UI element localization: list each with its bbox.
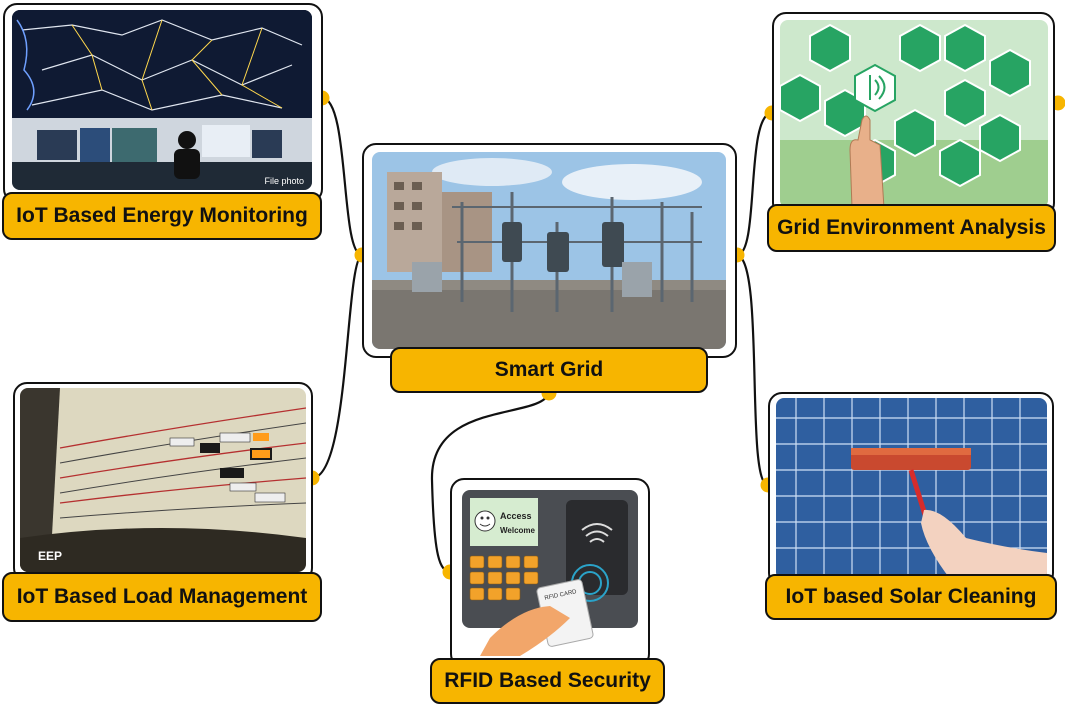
photo-credit-caption: File photo [264,176,304,186]
environment-hexagon-image [780,20,1048,208]
rfid-screen-welcome: Welcome [500,526,536,535]
solar-panel-image [776,398,1047,580]
rfid-reader-image: Access Welcome RFID CARD [460,488,640,656]
rfid-security-label: RFID Based Security [430,658,665,704]
rfid-screen-access: Access [500,511,532,521]
substation-image [372,152,726,349]
eep-logo: EEP [38,549,62,563]
wire-load-management [311,253,363,480]
wire-energy-monitoring [321,96,363,257]
control-wall-image: EEP [20,388,306,572]
control-room-image: File photo [12,10,312,190]
grid-environment-label: Grid Environment Analysis [767,204,1056,252]
solar-cleaning-label: IoT based Solar Cleaning [765,574,1057,620]
energy-monitoring-label: IoT Based Energy Monitoring [2,192,322,240]
wire-solar-cleaning [736,253,769,487]
load-management-label: IoT Based Load Management [2,572,322,622]
smart-grid-label: Smart Grid [390,347,708,393]
